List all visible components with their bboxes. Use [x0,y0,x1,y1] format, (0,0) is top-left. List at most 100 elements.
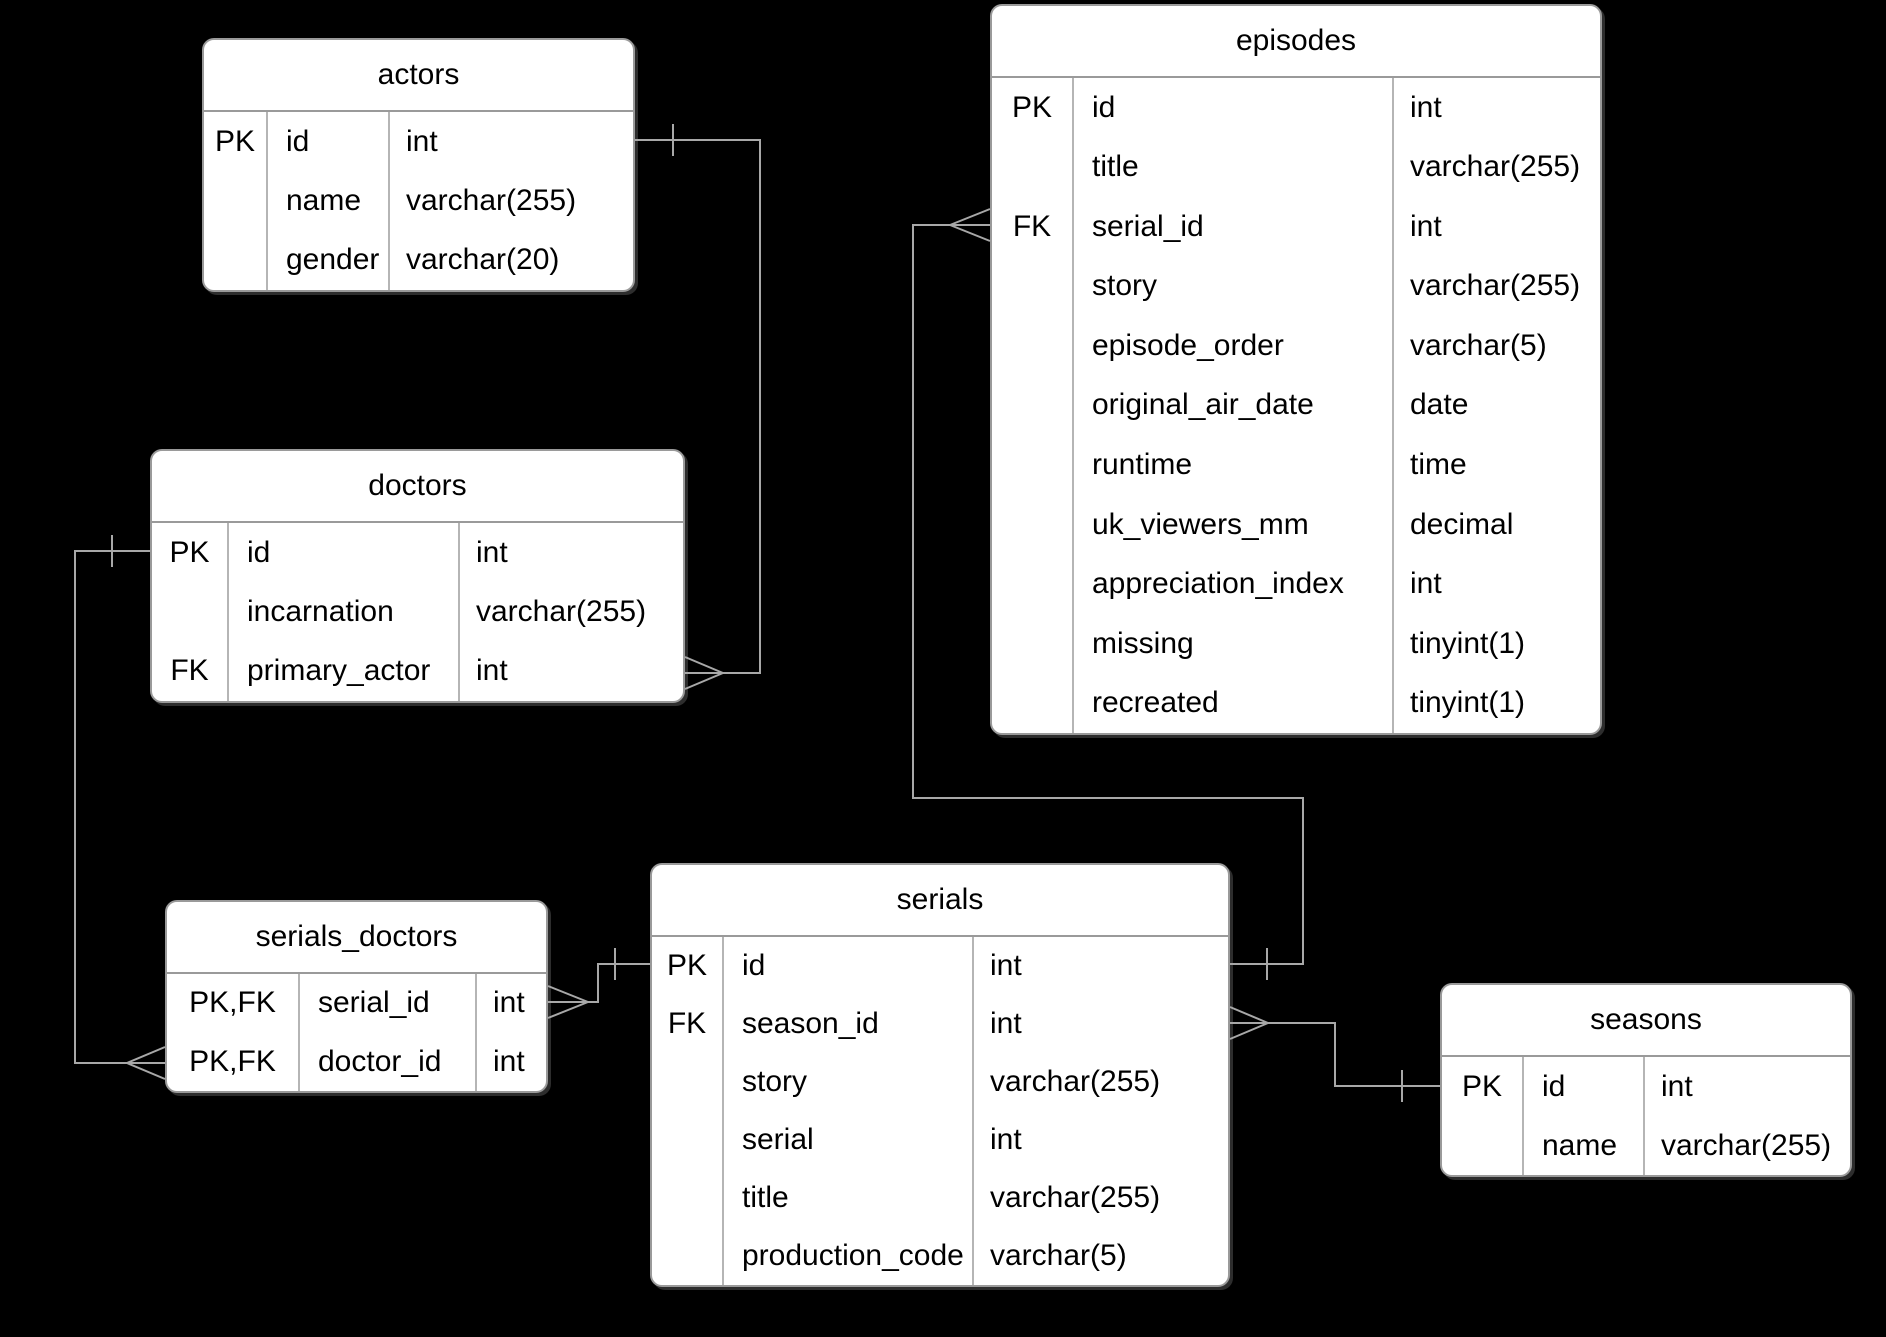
crow-foot-marker [684,656,724,674]
crow-foot-marker [684,672,724,690]
field-type-doctors-incarnation: varchar(255) [476,594,647,628]
field-name-seasons-id: id [1524,1057,1645,1116]
relationship-line [1230,1022,1440,1087]
entity-title-seasons: seasons [1442,985,1850,1057]
field-type-serials-story: varchar(255) [990,1065,1161,1098]
key-cell-episodes-recreated [992,673,1074,733]
key-cell-serials-serial [652,1111,724,1169]
field-type-episodes-missing: tinyint(1) [1410,626,1526,660]
field-name-serials-season_id: season_id [724,995,974,1053]
field-name-serials-story: story [724,1053,974,1111]
field-type-episodes-episode_order: varchar(5) [1410,328,1547,362]
key-cell-episodes-original_air_date [992,375,1074,436]
field-name-episodes-uk_viewers_mm: uk_viewers_mm [1074,494,1394,555]
crow-foot-marker [949,224,991,242]
field-type-episodes-uk_viewers_mm: decimal [1410,507,1514,541]
field-name-episodes-missing: missing [1074,613,1394,674]
field-name-episodes-id: id [1074,78,1394,138]
key-cell-episodes-title [992,137,1074,198]
field-type-serials-production_code: varchar(5) [990,1239,1127,1272]
key-cell-seasons-id: PK [1442,1057,1524,1116]
entity-title-serials: serials [652,865,1228,937]
field-type-serials-title: varchar(255) [990,1181,1161,1214]
key-cell-episodes-story [992,256,1074,317]
key-cell-episodes-appreciation_index [992,554,1074,614]
field-name-episodes-serial_id: serial_id [1074,197,1394,257]
field-type-episodes-appreciation_index: int [1410,567,1442,601]
field-type-serials_doctors-serial_id: int [493,986,525,1020]
key-cell-doctors-primary_actor: FK [152,641,229,701]
crow-foot-marker [547,1001,589,1019]
entity-title-serials_doctors: serials_doctors [167,902,546,974]
field-type-episodes-serial_id: int [1410,209,1442,243]
key-cell-serials-production_code [652,1227,724,1285]
field-name-episodes-original_air_date: original_air_date [1074,375,1394,436]
field-type-episodes-runtime: time [1410,448,1467,482]
field-type-seasons-name: varchar(255) [1661,1128,1832,1162]
field-name-actors-name: name [268,171,390,231]
field-name-doctors-incarnation: incarnation [229,582,460,642]
field-name-actors-id: id [268,112,390,172]
key-cell-serials-title [652,1169,724,1227]
key-cell-doctors-incarnation [152,582,229,642]
field-type-episodes-id: int [1410,90,1442,124]
field-name-episodes-episode_order: episode_order [1074,316,1394,376]
key-cell-episodes-uk_viewers_mm [992,494,1074,555]
field-name-episodes-appreciation_index: appreciation_index [1074,554,1394,614]
relationship-line [548,963,650,1003]
entity-title-doctors: doctors [152,451,683,523]
field-type-episodes-recreated: tinyint(1) [1410,686,1526,720]
field-type-episodes-story: varchar(255) [1410,269,1581,303]
field-name-actors-gender: gender [268,230,390,290]
field-type-actors-id: int [406,124,438,158]
field-type-seasons-id: int [1661,1069,1693,1103]
field-type-episodes-title: varchar(255) [1410,150,1581,184]
field-name-episodes-recreated: recreated [1074,673,1394,733]
field-type-episodes-original_air_date: date [1410,388,1469,422]
crow-foot-marker [1229,1022,1269,1040]
field-type-serials-season_id: int [990,1007,1022,1040]
key-cell-serials_doctors-serial_id: PK,FK [167,974,300,1033]
field-type-actors-gender: varchar(20) [406,243,560,277]
key-cell-episodes-episode_order [992,316,1074,376]
key-cell-doctors-id: PK [152,523,229,583]
field-type-doctors-id: int [476,535,508,569]
key-cell-actors-id: PK [204,112,268,172]
crow-foot-marker [126,1046,166,1064]
key-cell-seasons-name [1442,1116,1524,1175]
field-name-episodes-runtime: runtime [1074,435,1394,495]
key-cell-actors-gender [204,230,268,290]
field-type-serials-id: int [990,949,1022,982]
key-cell-episodes-runtime [992,435,1074,495]
key-cell-serials-season_id: FK [652,995,724,1053]
key-cell-actors-name [204,171,268,231]
key-cell-serials-story [652,1053,724,1111]
field-type-actors-name: varchar(255) [406,183,577,217]
entity-title-actors: actors [204,40,633,112]
key-cell-serials-id: PK [652,937,724,995]
key-cell-episodes-serial_id: FK [992,197,1074,257]
field-name-episodes-story: story [1074,256,1394,317]
field-name-serials-id: id [724,937,974,995]
crow-foot-marker [126,1062,166,1080]
field-name-serials-serial: serial [724,1111,974,1169]
field-name-serials-title: title [724,1169,974,1227]
relationship-serials-serials_doctors [547,948,650,1019]
entity-title-episodes: episodes [992,6,1600,78]
crow-foot-marker [1229,1006,1269,1024]
crow-foot-marker [547,985,589,1003]
crow-foot-marker [949,208,991,226]
